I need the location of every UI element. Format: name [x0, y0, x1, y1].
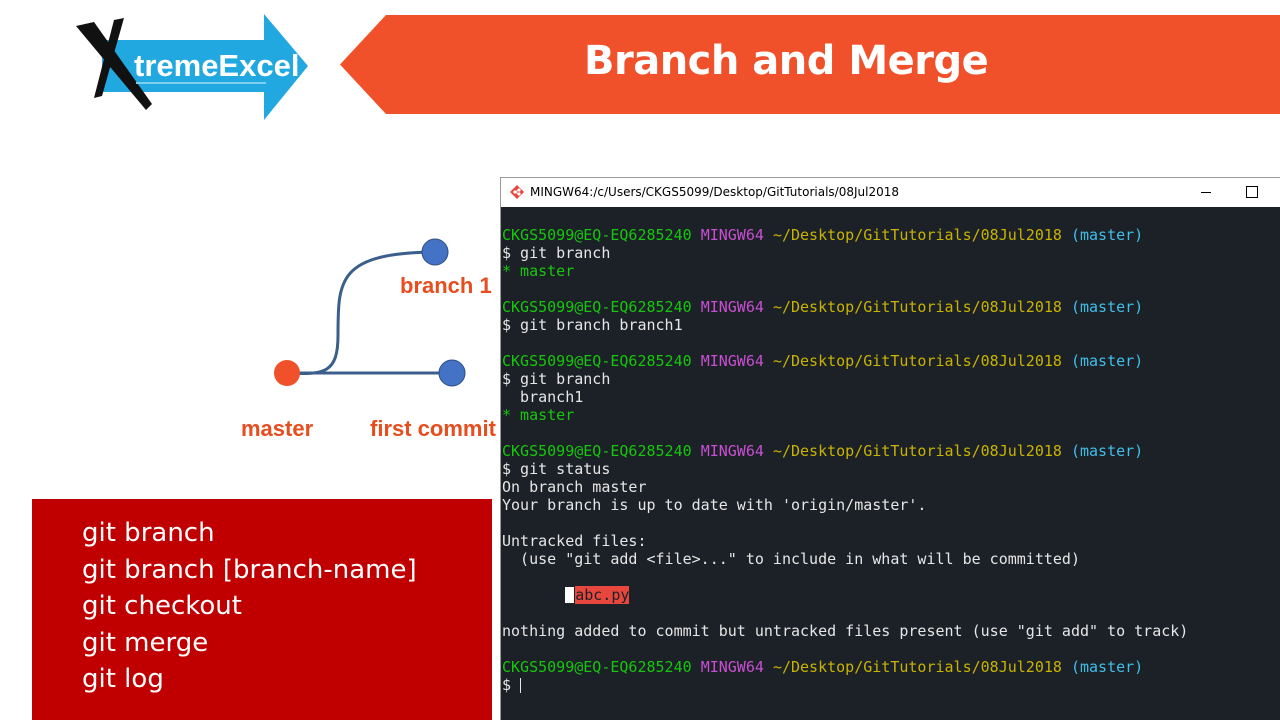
- prompt-branch: (master): [1070, 352, 1144, 370]
- output-text: $ git branch branch1: [502, 316, 683, 334]
- terminal-line: $ git status: [502, 460, 1280, 478]
- terminal-line: CKGS5099@EQ-EQ6285240 MINGW64 ~/Desktop/…: [502, 352, 1280, 370]
- terminal-line: CKGS5099@EQ-EQ6285240 MINGW64 ~/Desktop/…: [502, 658, 1280, 676]
- output-text: On branch master: [502, 478, 647, 496]
- prompt-path: ~/Desktop/GitTutorials/08Jul2018: [772, 352, 1062, 370]
- terminal-line: [502, 334, 1280, 352]
- output-text: * master: [502, 262, 575, 280]
- terminal-line: [502, 424, 1280, 442]
- input-prompt: $: [502, 676, 521, 694]
- terminal-line: $ git branch: [502, 370, 1280, 388]
- prompt-user: CKGS5099@EQ-EQ6285240: [502, 658, 692, 676]
- prompt-shell: MINGW64: [700, 658, 764, 676]
- prompt-shell: MINGW64: [700, 298, 764, 316]
- prompt-branch: (master): [1070, 298, 1144, 316]
- terminal-line: $: [502, 676, 1280, 694]
- terminal-line: [502, 568, 1280, 586]
- output-text: Untracked files:: [502, 532, 647, 550]
- branch-diagram: [230, 225, 520, 455]
- branch1-label: branch 1: [400, 273, 492, 298]
- output-text: $ git branch: [502, 244, 611, 262]
- window-title-bar[interactable]: MINGW64:/c/Users/CKGS5099/Desktop/GitTut…: [501, 178, 1280, 207]
- command-item: git branch [branch-name]: [82, 554, 417, 585]
- output-text: Your branch is up to date with 'origin/m…: [502, 496, 927, 514]
- first-commit-node: [438, 359, 466, 387]
- maximize-button[interactable]: [1231, 178, 1280, 207]
- output-text: branch1: [502, 388, 584, 406]
- terminal-line: On branch master: [502, 478, 1280, 496]
- terminal-line: CKGS5099@EQ-EQ6285240 MINGW64 ~/Desktop/…: [502, 298, 1280, 316]
- prompt-path: ~/Desktop/GitTutorials/08Jul2018: [772, 442, 1062, 460]
- terminal-output[interactable]: CKGS5099@EQ-EQ6285240 MINGW64 ~/Desktop/…: [501, 207, 1280, 720]
- prompt-branch: (master): [1070, 658, 1144, 676]
- prompt-shell: MINGW64: [700, 442, 764, 460]
- terminal-line: CKGS5099@EQ-EQ6285240 MINGW64 ~/Desktop/…: [502, 226, 1280, 244]
- terminal-line: Your branch is up to date with 'origin/m…: [502, 496, 1280, 514]
- master-node: [274, 360, 300, 386]
- prompt-branch: (master): [1070, 226, 1144, 244]
- prompt-user: CKGS5099@EQ-EQ6285240: [502, 298, 692, 316]
- git-commands-box: git branch git branch [branch-name] git …: [32, 499, 492, 720]
- terminal-line: * master: [502, 262, 1280, 280]
- prompt-path: ~/Desktop/GitTutorials/08Jul2018: [772, 226, 1062, 244]
- output-text: (use "git add <file>..." to include in w…: [502, 550, 1080, 568]
- output-text: nothing added to commit but untracked fi…: [502, 622, 1189, 640]
- selection-cursor: [565, 587, 575, 603]
- terminal-line: branch1: [502, 388, 1280, 406]
- master-label: master: [241, 416, 314, 441]
- terminal-line: CKGS5099@EQ-EQ6285240 MINGW64 ~/Desktop/…: [502, 442, 1280, 460]
- terminal-line: * master: [502, 406, 1280, 424]
- minimize-button[interactable]: [1181, 178, 1231, 207]
- prompt-branch: (master): [1070, 442, 1144, 460]
- terminal-line: $ git branch branch1: [502, 316, 1280, 334]
- prompt-path: ~/Desktop/GitTutorials/08Jul2018: [772, 658, 1062, 676]
- terminal-line: [502, 604, 1280, 622]
- xtremeexcel-logo: tremeExcel: [72, 12, 312, 122]
- output-text: $ git status: [502, 460, 611, 478]
- terminal-line: Untracked files:: [502, 532, 1280, 550]
- title-banner: [340, 15, 1280, 114]
- command-item: git checkout: [82, 591, 242, 621]
- terminal-line: (use "git add <file>..." to include in w…: [502, 550, 1280, 568]
- terminal-line: [502, 514, 1280, 532]
- untracked-file-name: abc.py: [575, 586, 630, 604]
- prompt-shell: MINGW64: [700, 226, 764, 244]
- git-commands-list: git branch git branch [branch-name] git …: [82, 515, 417, 698]
- slide-title: Branch and Merge: [584, 38, 989, 84]
- window-title: MINGW64:/c/Users/CKGS5099/Desktop/GitTut…: [530, 185, 899, 199]
- git-bash-icon: [510, 185, 524, 199]
- terminal-line: nothing added to commit but untracked fi…: [502, 622, 1280, 640]
- prompt-user: CKGS5099@EQ-EQ6285240: [502, 352, 692, 370]
- first-commit-label: first commit: [370, 416, 496, 441]
- branch-line: [286, 250, 436, 375]
- output-text: $ git branch: [502, 370, 611, 388]
- command-item: git log: [82, 664, 164, 694]
- prompt-user: CKGS5099@EQ-EQ6285240: [502, 226, 692, 244]
- prompt-path: ~/Desktop/GitTutorials/08Jul2018: [772, 298, 1062, 316]
- terminal-line: $ git branch: [502, 244, 1280, 262]
- terminal-line: abc.py: [502, 586, 1280, 604]
- command-item: git branch: [82, 518, 215, 548]
- output-text: * master: [502, 406, 575, 424]
- terminal-line: [502, 640, 1280, 658]
- logo-text: tremeExcel: [134, 48, 299, 83]
- prompt-shell: MINGW64: [700, 352, 764, 370]
- text-caret: [520, 678, 522, 693]
- prompt-user: CKGS5099@EQ-EQ6285240: [502, 442, 692, 460]
- branch1-node: [421, 238, 449, 266]
- command-item: git merge: [82, 627, 209, 658]
- terminal-window[interactable]: MINGW64:/c/Users/CKGS5099/Desktop/GitTut…: [500, 177, 1280, 720]
- terminal-line: [502, 280, 1280, 298]
